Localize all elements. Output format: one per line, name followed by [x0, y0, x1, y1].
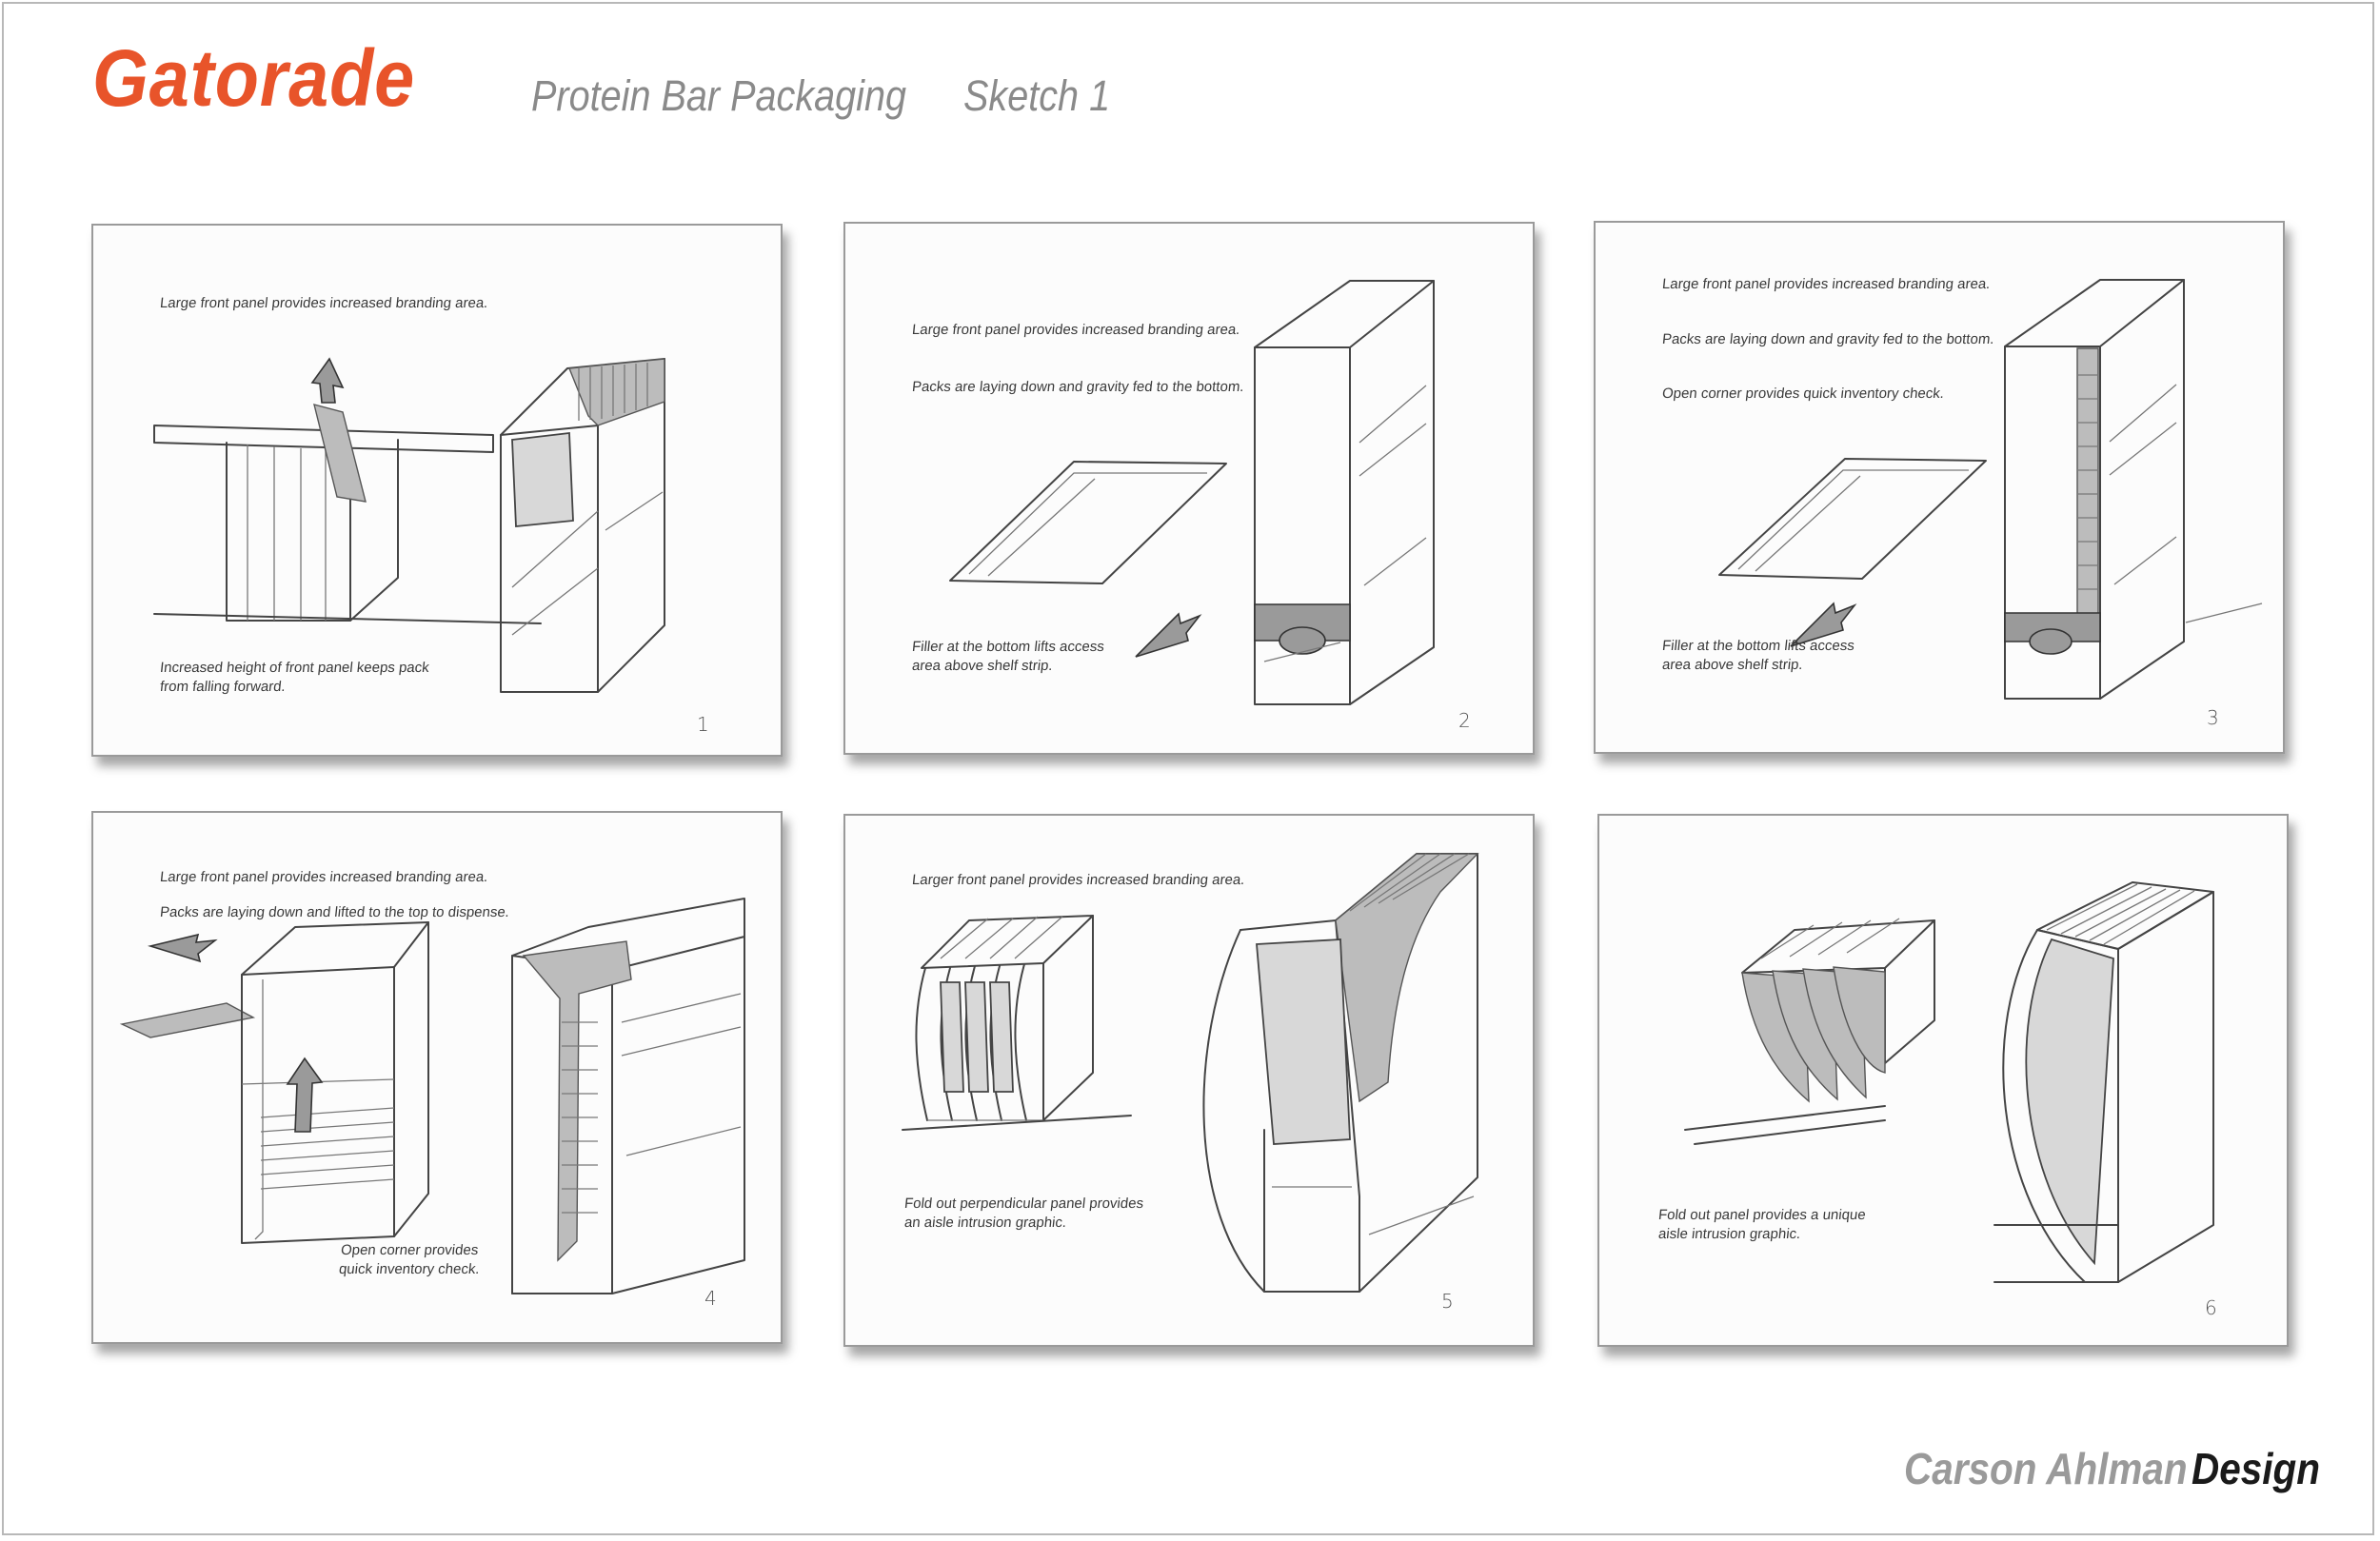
- designer-name: Carson Ahlman: [1904, 1444, 2188, 1493]
- sketch-panel-1: Large front panel provides increased bra…: [91, 224, 783, 757]
- panel-6-number: 6: [2205, 1296, 2217, 1319]
- panel-4-note-4: quick inventory check.: [338, 1261, 481, 1277]
- panel-3-note-5: area above shelf strip.: [1661, 657, 1804, 673]
- panel-1-note-2: Increased height of front panel keeps pa…: [159, 660, 430, 676]
- brand-title: Gatorade: [92, 33, 416, 123]
- panel-2-number: 2: [1458, 709, 1471, 732]
- panel-1-note-1: Large front panel provides increased bra…: [159, 295, 489, 311]
- project-title: Protein Bar Packaging: [531, 71, 907, 120]
- panel-3-note-4: Filler at the bottom lifts access: [1661, 638, 1855, 654]
- panel-6-note-1: Fold out panel provides a unique: [1657, 1207, 1867, 1223]
- sketch-6-drawing: [1684, 881, 2214, 1283]
- sketch-4-drawing: [119, 898, 745, 1294]
- panel-3-note-3: Open corner provides quick inventory che…: [1661, 385, 1945, 402]
- panel-2-note-1: Large front panel provides increased bra…: [911, 322, 1241, 338]
- panel-3-number: 3: [2207, 706, 2219, 729]
- panel-2-note-3: Filler at the bottom lifts access: [911, 639, 1105, 655]
- panel-4-note-2: Packs are laying down and lifted to the …: [159, 904, 510, 920]
- sketch-panel-2: Large front panel provides increased bra…: [843, 222, 1535, 755]
- sketch-1-drawing: [153, 357, 665, 693]
- panel-2-note-4: area above shelf strip.: [911, 658, 1054, 674]
- panel-3-note-1: Large front panel provides increased bra…: [1661, 276, 1992, 292]
- sketch-3-drawing: [1718, 279, 2263, 700]
- sketch-label: Sketch 1: [963, 71, 1111, 120]
- panel-1-number: 1: [697, 713, 709, 736]
- panel-5-note-1: Larger front panel provides increased br…: [911, 872, 1246, 888]
- sketch-panel-6: Fold out panel provides a unique aisle i…: [1597, 814, 2289, 1347]
- panel-4-note-1: Large front panel provides increased bra…: [159, 869, 489, 885]
- panel-1-note-3: from falling forward.: [159, 679, 287, 695]
- sketch-2-drawing: [949, 280, 1435, 705]
- panel-4-number: 4: [704, 1287, 717, 1310]
- panel-5-number: 5: [1441, 1290, 1454, 1313]
- sketch-5-drawing: [902, 853, 1479, 1293]
- panel-6-note-2: aisle intrusion graphic.: [1657, 1226, 1802, 1242]
- sketch-panel-3: Large front panel provides increased bra…: [1594, 221, 2285, 754]
- panel-4-note-3: Open corner provides: [340, 1242, 480, 1258]
- sketch-panel-5: Larger front panel provides increased br…: [843, 814, 1535, 1347]
- sketch-panel-4: Large front panel provides increased bra…: [91, 811, 783, 1344]
- panel-3-note-2: Packs are laying down and gravity fed to…: [1661, 331, 1995, 347]
- panel-5-note-3: an aisle intrusion graphic.: [903, 1215, 1068, 1231]
- panel-2-note-2: Packs are laying down and gravity fed to…: [911, 379, 1245, 395]
- design-label: Design: [2192, 1444, 2320, 1493]
- panel-5-note-2: Fold out perpendicular panel provides: [903, 1195, 1144, 1212]
